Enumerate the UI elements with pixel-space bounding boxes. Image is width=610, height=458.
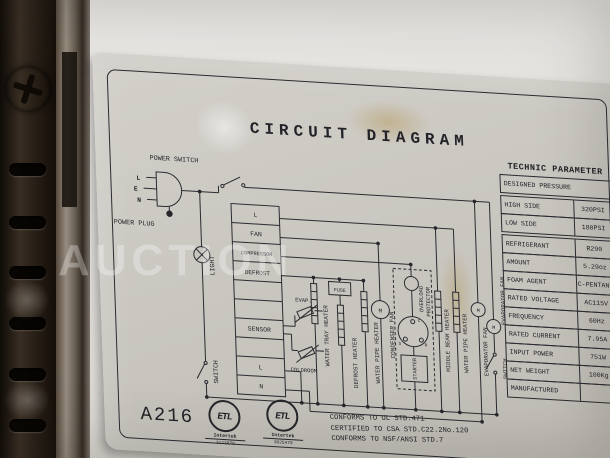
evaporator-fan-1-label: EVAPORATOR FAN — [482, 327, 491, 377]
etl-mark-2: ETL Intertek 3025479 — [262, 398, 304, 446]
mounting-slot — [9, 266, 46, 279]
overload-protector-icon — [403, 276, 419, 292]
earth-dot — [166, 210, 173, 217]
wiring-schematic: POWER SWITCH L E N POWER PLUG LIGHT — [114, 155, 510, 424]
water-pipe-heater-1-icon — [360, 290, 369, 333]
power-plug-label: POWER PLUG — [114, 218, 155, 228]
water-tray-heater-icon — [310, 282, 319, 325]
defrost-heater-icon — [336, 304, 346, 346]
compressor-group-box — [392, 267, 436, 392]
terminal-row-fan: FAN — [250, 231, 262, 239]
evap-sensor-icon — [296, 305, 315, 320]
metal-scuff — [4, 280, 50, 320]
terminal-row-l2: L — [259, 364, 263, 371]
evaporator-fan-2-m: M — [492, 325, 495, 331]
coldroom-sensor-icon — [297, 346, 316, 360]
power-switch-label: POWER SWITCH — [149, 155, 198, 166]
phillips-screw — [5, 66, 51, 112]
compressor-terminal-c: C — [418, 318, 421, 324]
mounting-slot — [9, 163, 46, 176]
compressor-terminal-r: R — [424, 342, 427, 348]
frame-recess — [62, 52, 77, 207]
evaporator-fan-2-label: EVAPORATOR FAN — [499, 276, 508, 326]
etl-logo-icon: ETL — [265, 398, 299, 433]
evap-sensor-label: EVAP. — [295, 296, 312, 304]
conformance-text: CONFORMS TO UL STD.471 CERTIFIED TO CSA … — [330, 413, 532, 448]
etl-logo-icon: ETL — [207, 399, 241, 434]
light-label: LIGHT — [209, 256, 217, 276]
starter-label: STARTER — [412, 358, 419, 380]
terminal-row-n: N — [259, 383, 263, 390]
mounting-slot — [9, 216, 46, 229]
mounting-slot — [9, 317, 46, 330]
etl-mark-1: ETL Intertek 3123079 — [204, 399, 246, 447]
mounting-slot — [9, 419, 46, 432]
door-switch-right-label: SWITCH — [502, 358, 510, 380]
middle-beam-heater-icon — [434, 290, 443, 332]
shelf-pilaster-strip — [0, 0, 56, 458]
model-number: A216 — [140, 402, 195, 429]
spec-label-sticker: CIRCUIT DIAGRAM POWER SWITCH L E N POWER… — [92, 52, 610, 458]
plug-pin-n: N — [137, 197, 141, 204]
defrost-heater-label: DEFROST HEATER — [351, 337, 360, 388]
metal-scuff — [4, 380, 50, 420]
condenser-fan-motor-m: M — [379, 308, 383, 315]
plug-pin-l: L — [136, 175, 140, 182]
technic-parameter-table: TECHNIC PARAMETER DESIGNED PRESSURE HIGH… — [499, 161, 610, 405]
terminal-row-l1: L — [253, 212, 257, 219]
water-pipe-heater-2-label: WATER PIPE HEATER — [461, 313, 470, 373]
condenser-fan-motor-icon — [370, 300, 390, 320]
terminal-row-compressor: COMPRESSOR — [241, 250, 272, 258]
condenser-fan-label: CONDENSER FAN — [388, 311, 397, 359]
evaporator-fan-1-m: M — [477, 308, 480, 314]
overload-label-1: OVERLOAD — [417, 285, 425, 313]
overload-label-2: PROTECTOR — [424, 286, 432, 317]
compressor-terminal-s: S — [398, 341, 401, 347]
mounting-slot — [9, 368, 46, 381]
power-plug-icon — [155, 171, 183, 207]
water-pipe-heater-1-label: WATER PIPE HEATER — [373, 322, 382, 384]
middle-beam-heater-label: MIDDLE BEAM HEATER — [443, 308, 452, 372]
coldroom-sensor-label: COLDROOM — [291, 366, 318, 375]
door-switch-left-label: SWITCH — [213, 360, 221, 384]
terminal-row-sensor: SENSOR — [248, 326, 272, 334]
switch-contact — [220, 183, 225, 189]
plug-pin-e: E — [134, 186, 138, 193]
etl-number: 3123079 — [215, 440, 235, 447]
terminal-row-defrost: DEFROST — [245, 269, 271, 278]
switch-contact — [241, 183, 246, 188]
fuse-label: FUSE — [334, 287, 346, 294]
water-tray-heater-label: WATER TRAY HEATER — [322, 305, 331, 367]
water-pipe-heater-2-icon — [452, 291, 461, 334]
